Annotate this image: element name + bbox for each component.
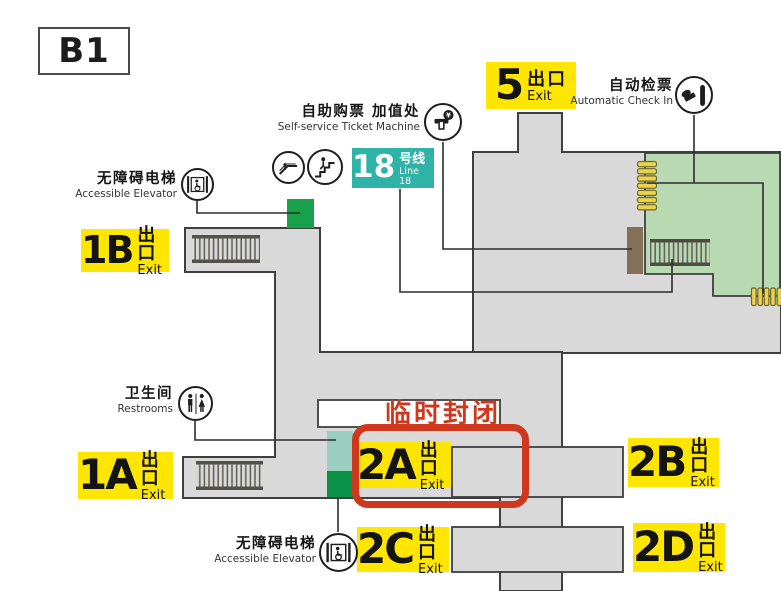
- line-number: 18: [352, 149, 396, 186]
- exit-label-en: Exit: [137, 263, 163, 278]
- exit-label-en: Exit: [140, 488, 166, 503]
- exit-badge-2b: 2B 出口 Exit: [628, 437, 719, 490]
- exit-badge-2a: 2A 出口 Exit: [357, 439, 451, 492]
- exit-label-en: Exit: [698, 560, 723, 575]
- connector-ticket-machine: [442, 142, 632, 250]
- exit-label-cn: 出口: [527, 69, 568, 90]
- accessible-elevator-icon-top: [181, 168, 214, 201]
- exit-number: 1A: [78, 450, 138, 500]
- elevator-block-bottom: [327, 471, 353, 497]
- floor-level-label: B1: [38, 27, 130, 75]
- connector-lines: [194, 115, 764, 532]
- connector-restrooms: [194, 421, 336, 441]
- label-auto-check-in: 自动检票 Automatic Check In: [500, 78, 673, 108]
- exit-label-en: Exit: [690, 475, 715, 490]
- escalator-icon: [272, 151, 305, 184]
- line-18-badge: 18 号线 Line 18: [352, 148, 434, 188]
- label-en: Self-service Ticket Machine: [277, 121, 420, 134]
- restrooms-icon: [178, 386, 213, 421]
- exit-number: 5: [494, 60, 524, 110]
- label-en: Automatic Check In: [570, 95, 673, 108]
- exit-number: 2B: [628, 437, 687, 487]
- label-en: Accessible Elevator: [75, 188, 177, 201]
- fare-gates-row: [750, 287, 781, 307]
- exit-label-en: Exit: [419, 477, 445, 493]
- label-en: Restrooms: [117, 403, 173, 416]
- ticket-machine-block: [627, 227, 643, 274]
- exit-badge-2d: 2D 出口 Exit: [633, 522, 725, 575]
- closure-highlight-box: [352, 424, 529, 508]
- escalator-1b: [192, 235, 260, 263]
- label-cn: 无障碍电梯: [97, 171, 177, 187]
- exit-label-cn: 出口: [137, 225, 158, 264]
- accessible-elevator-icon-bottom: [319, 533, 358, 572]
- label-cn: 无障碍电梯: [236, 536, 316, 552]
- connector-line18: [399, 189, 673, 293]
- exit-number: 2A: [357, 439, 417, 489]
- exit-badge-1b: 1B 出口 Exit: [81, 225, 169, 277]
- exit-label-en: Exit: [418, 562, 443, 577]
- exit-label-en: Exit: [527, 89, 552, 104]
- exit-badge-5: 5 出口 Exit: [486, 62, 576, 109]
- exit-number: 2D: [633, 522, 695, 572]
- passage-2a-2b: [451, 446, 624, 498]
- exit-label-cn: 出口: [690, 437, 711, 476]
- label-en: Accessible Elevator: [214, 553, 316, 566]
- label-restrooms: 卫生间 Restrooms: [43, 386, 173, 416]
- connector-check-in: [647, 115, 764, 294]
- exit-badge-2c: 2C 出口 Exit: [357, 524, 449, 576]
- exit-label-cn: 出口: [698, 522, 719, 561]
- label-cn: 卫生间: [125, 386, 173, 402]
- connector-elevator-top: [196, 201, 300, 214]
- label-ticket-machine: 自助购票 加值处 Self-service Ticket Machine: [240, 104, 420, 134]
- exit-number: 1B: [81, 227, 134, 272]
- fare-gates-column: [636, 160, 658, 211]
- line-suffix-cn: 号线: [399, 152, 426, 167]
- auto-check-in-icon: [675, 76, 713, 114]
- svg-text:¥: ¥: [446, 111, 451, 119]
- passage-2c-2d: [451, 526, 624, 573]
- label-cn: 自动检票: [609, 78, 673, 94]
- line-suffix-en: Line 18: [399, 166, 419, 187]
- exit-label-cn: 出口: [418, 524, 439, 563]
- exit-label-cn: 出口: [140, 450, 161, 489]
- exit-badge-1a: 1A 出口 Exit: [78, 450, 173, 503]
- escalator-line18: [650, 239, 710, 266]
- stairs-icon: [307, 149, 343, 185]
- label-accessible-elevator-bottom: 无障碍电梯 Accessible Elevator: [166, 536, 316, 566]
- exit-number: 2C: [357, 524, 415, 574]
- ticket-machine-icon: ¥: [424, 103, 462, 141]
- label-cn: 自助购票 加值处: [301, 104, 420, 120]
- exit-label-cn: 出口: [419, 439, 440, 479]
- escalator-1a: [196, 461, 263, 490]
- label-accessible-elevator-top: 无障碍电梯 Accessible Elevator: [27, 171, 177, 201]
- escalator-landing-block: [327, 431, 353, 471]
- paid-area-green: [644, 152, 781, 297]
- closed-passage-slot: [317, 399, 501, 428]
